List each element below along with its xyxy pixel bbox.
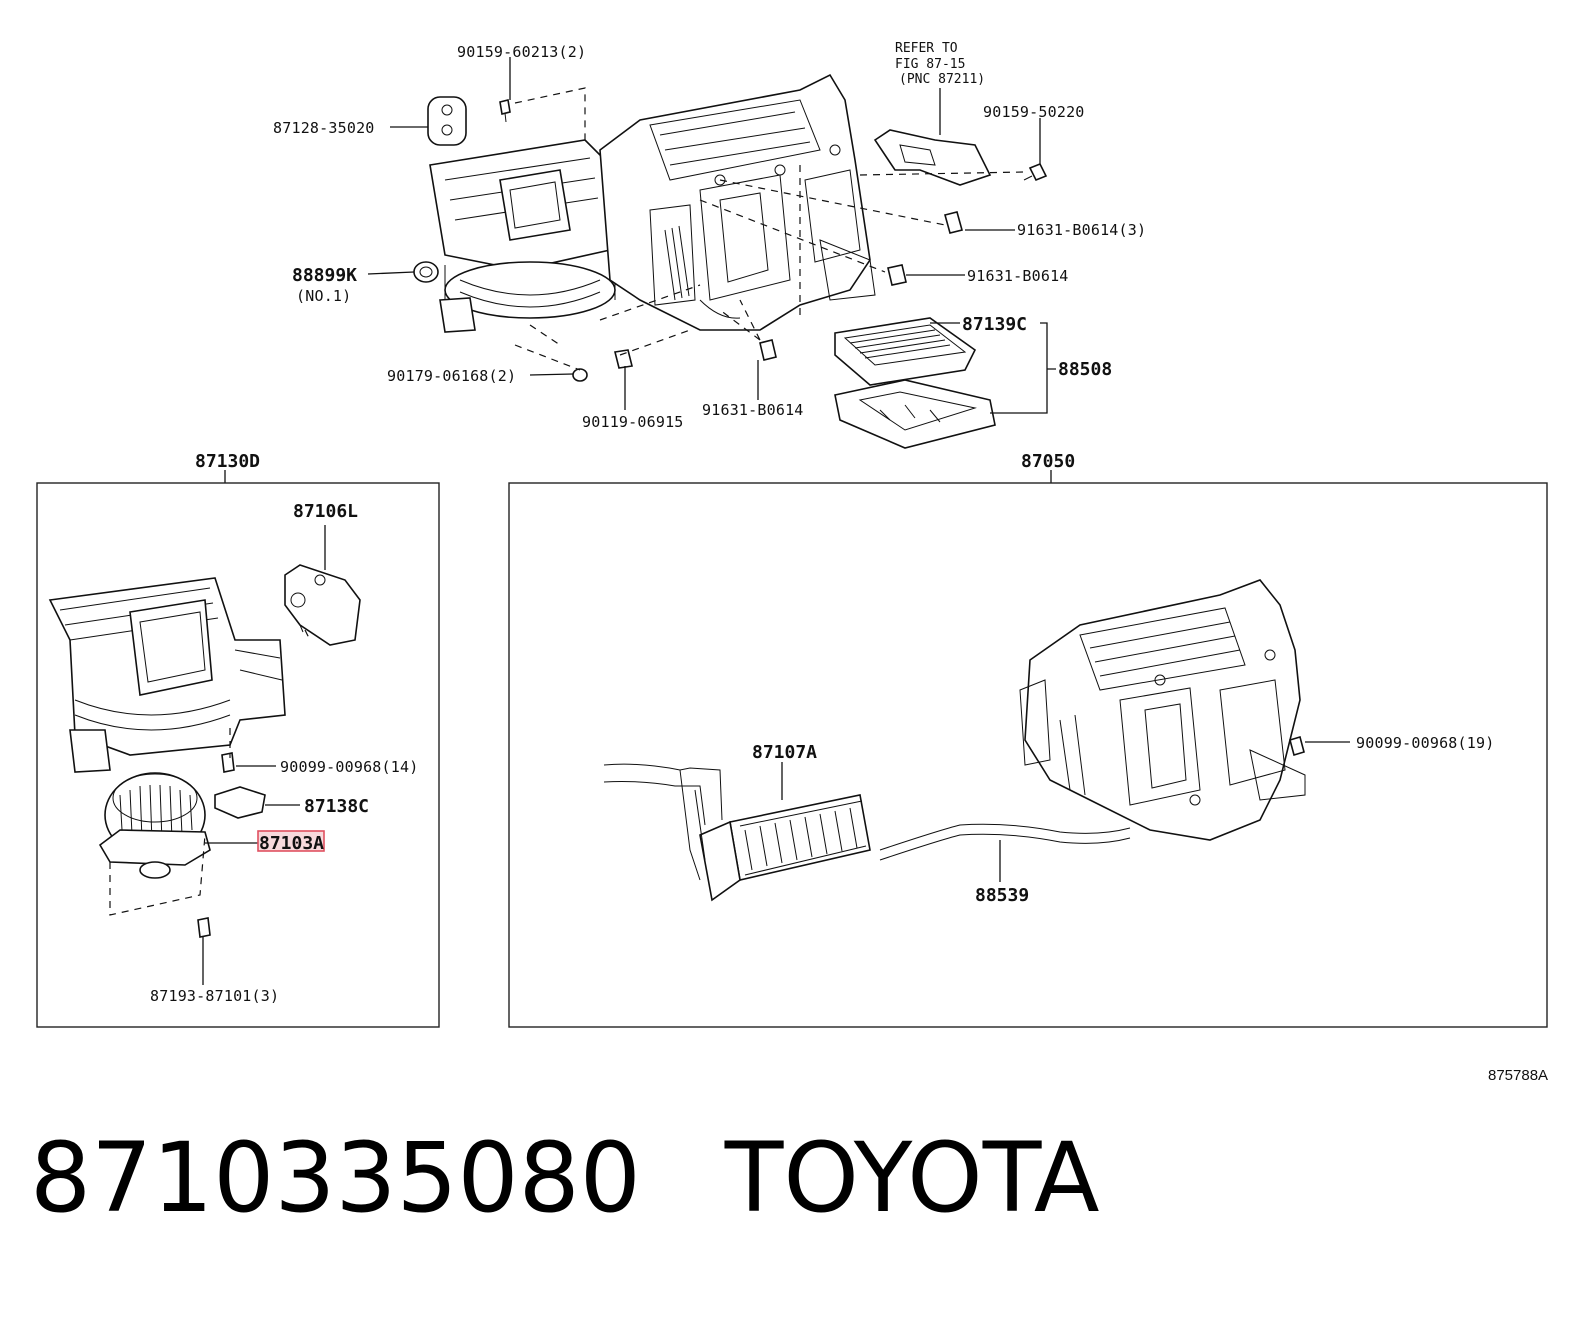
callout-87107a: 87107A [752,742,817,763]
callout-91631-b0614-bottom: 91631-B0614 [702,401,804,419]
callout-87193-87101: 87193-87101(3) [150,987,279,1005]
top-assembly-drawing [367,57,1056,449]
callout-88508: 88508 [1058,359,1112,380]
refer-note-line3: (PNC 87211) [899,72,985,87]
callout-88539: 88539 [975,885,1029,906]
callout-91631-b0614-right: 91631-B0614 [967,267,1069,285]
callout-90099-00968-19: 90099-00968(19) [1356,734,1494,752]
callout-87128-35020: 87128-35020 [273,119,375,137]
callout-88899k-sub: (NO.1) [296,287,351,305]
callout-88899k: 88899K [292,265,357,286]
refer-note-line2: FIG 87-15 [895,57,965,72]
callout-90159-50220: 90159-50220 [983,103,1085,121]
callout-87138c: 87138C [304,796,369,817]
blower-subassembly-box [36,470,440,1028]
refer-note-line1: REFER TO [895,41,958,56]
callout-90119-06915: 90119-06915 [582,413,684,431]
callout-87130d: 87130D [195,451,260,472]
callout-90159-60213: 90159-60213(2) [457,43,586,61]
callout-90179-06168: 90179-06168(2) [387,367,516,385]
callout-87139c: 87139C [962,314,1027,335]
callout-91631-b0614-3: 91631-B0614(3) [1017,221,1146,239]
callout-87050: 87050 [1021,451,1075,472]
brand-name: TOYOTA [724,1122,1100,1234]
callout-87103a-highlighted[interactable]: 87103A [259,833,324,854]
callout-87106l: 87106L [293,501,358,522]
heater-subassembly-box [508,470,1548,1028]
part-number: 8710335080 [30,1122,641,1234]
figure-reference: 875788A [1488,1067,1548,1084]
callout-90099-00968-14: 90099-00968(14) [280,758,418,776]
